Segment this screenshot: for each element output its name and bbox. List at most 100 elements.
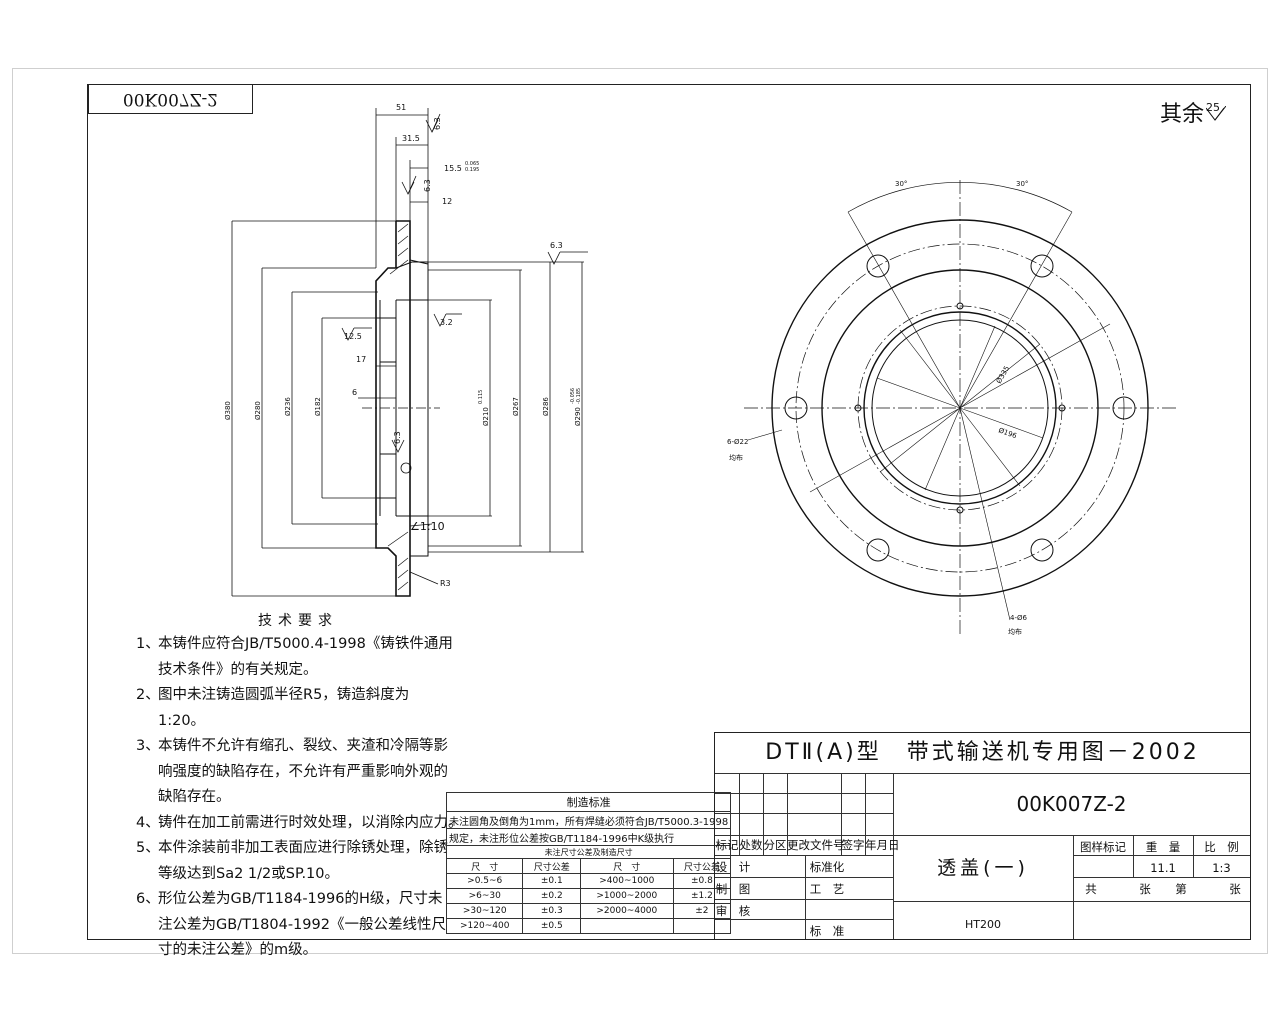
dim-phi335: Ø335 [995,365,1011,385]
dim-phi290-tol-upper: -0.056 [570,388,576,404]
table-cell: ±0.5 [522,918,582,934]
requirement-2: 2、图中未注铸造圆弧半径R5，铸造斜度为1:20。 [136,687,410,729]
table-cell: ±0.1 [522,873,582,889]
dim-phi290-tol-lower: -0.185 [576,388,582,404]
roughness-2: 6.3 [423,179,432,192]
dim-phi380: Ø380 [224,401,232,420]
table-cell: ±0.3 [522,903,582,919]
review-label: 审 核 [715,904,751,918]
rev-header: 更改文件号 [787,838,845,852]
material: HT200 [965,918,1001,931]
rev-header: 处数 [739,838,763,852]
roughness-3: 6.3 [550,241,563,250]
holes-6-note: 均布 [729,453,743,462]
holes-4-label: 4-Ø6 [1010,614,1027,622]
requirement-3: 3、本铸件不允许有缩孔、裂纹、夹渣和冷隔等影响强度的缺陷存在，不允许有严重影响外… [136,738,448,805]
table-cell: >1000~2000 [580,888,674,904]
tech-requirements-title: 技术要求 [258,613,338,629]
total-label: 共 [1085,882,1097,896]
dim-51: 51 [396,103,406,112]
mfg-standard-table: 制造标准 未注圆角及倒角为1mm，所有焊缝必须符合JB/T5000.3-1998… [445,792,732,934]
drawing-number: 00K007Z-2 [1016,792,1127,816]
roughness-5: 3.2 [440,318,453,327]
design-label: 设 计 [715,860,751,874]
dim-phi236: Ø236 [284,397,292,416]
table-cell: >120~400 [445,918,524,934]
sheet-label: 张 [1229,882,1241,896]
title-block-title: DTⅡ(A)型 带式输送机专用图－2002 [765,740,1200,765]
table-cell: >6~30 [445,888,524,904]
scale-label: 比 例 [1204,840,1239,854]
dim-15-5-tol-lower: 0.195 [465,167,479,173]
table-header-row: 尺 寸 尺寸公差 尺 寸 尺寸公差 [445,858,732,874]
table-cell: ±0.2 [522,888,582,904]
axial-dimensions [358,108,429,399]
dim-phi280: Ø280 [254,401,262,420]
holes-6-label: 6-Ø22 [727,438,748,446]
sheets-label: 张 [1139,882,1151,896]
table-row: >120~400 ±0.5 [445,918,732,934]
dim-15-5: 15.5 [444,164,462,173]
section-view-outline [375,220,429,597]
standard-label: 标 准 [809,924,845,938]
front-view [744,180,1176,636]
dim-17: 17 [356,355,366,364]
table-header: 尺 寸 [445,858,524,874]
requirement-5: 5、本件涂装前非加工表面应进行除锈处理，除锈等级达到Sa2 1/2或SP.10。 [136,840,448,882]
roughness-6: 6.3 [393,431,402,444]
taper-label: ∠1:10 [410,520,445,533]
angle-left: 30° [895,180,907,188]
roughness-4: 12.5 [344,332,362,341]
no-label: 第 [1175,882,1187,896]
dim-phi286: Ø286 [542,397,550,416]
dim-phi210: Ø210 [482,407,490,426]
angle-right: 30° [1016,180,1028,188]
sheet-outer-border [12,68,1268,954]
rev-header: 签字 [841,838,865,852]
dim-phi210-tol: 0.115 [478,390,484,404]
table-row: >0.5~6 ±0.1 >400~1000 ±0.8 [445,873,732,889]
dim-phi196: Ø196 [997,426,1018,440]
dim-phi290: Ø290 [574,407,582,426]
roughness-symbols [341,113,588,474]
rest-value: 25 [1206,101,1221,114]
dim-12: 12 [442,197,452,206]
mfg-note-1: 未注圆角及倒角为1mm，所有焊缝必须符合JB/T5000.3-1998 [445,811,732,829]
table-row: >6~30 ±0.2 >1000~2000 ±1.2 [445,888,732,904]
part-name: 透盖(一) [937,857,1029,879]
table-cell: >0.5~6 [445,873,524,889]
roughness-symbol-icon [1206,106,1226,121]
drawing-frame [87,84,1251,940]
requirement-6: 6、形位公差为GB/T1184-1996的H级，尺寸未注公差为GB/T1804-… [136,891,446,958]
table-cell: >30~120 [445,903,524,919]
dim-31-5: 31.5 [402,134,420,143]
roughness-1: 6.3 [433,117,442,130]
rev-header: 标记 [715,838,739,852]
mfg-sub-title: 未注尺寸公差及制造尺寸 [445,845,732,859]
mfg-standard-title: 制造标准 [445,792,732,812]
stage-mark-label: 图样标记 [1080,840,1126,854]
dim-6: 6 [352,388,357,397]
dim-phi267: Ø267 [512,397,520,416]
table-cell: >2000~4000 [580,903,674,919]
dim-15-5-tol-upper: 0.065 [465,161,479,167]
table-row: >30~120 ±0.3 >2000~4000 ±2 [445,903,732,919]
weight-value: 11.1 [1150,861,1176,875]
requirement-1: 1、本铸件应符合JB/T5000.4-1998《铸铁件通用技术条件》的有关规定。 [136,636,453,678]
table-header: 尺 寸 [580,858,674,874]
dim-phi182: Ø182 [314,397,322,416]
tech-requirements-list: 1、本铸件应符合JB/T5000.4-1998《铸铁件通用技术条件》的有关规定。… [136,632,463,964]
scale-value: 1:3 [1212,861,1231,875]
requirement-4: 4、铸件在加工前需进行时效处理，以消除内应力。 [136,814,463,831]
table-cell: >400~1000 [580,873,674,889]
weight-label: 重 量 [1145,840,1181,854]
standardize-label: 标准化 [809,860,845,874]
mfg-note-2: 规定，未注形位公差按GB/T1184-1996中K级执行 [445,828,732,846]
table-cell [672,918,732,934]
diameter-dimensions [231,220,584,597]
process-label: 工 艺 [809,882,845,896]
drafting-label: 制 图 [715,882,751,896]
radius-label: R3 [440,579,451,588]
